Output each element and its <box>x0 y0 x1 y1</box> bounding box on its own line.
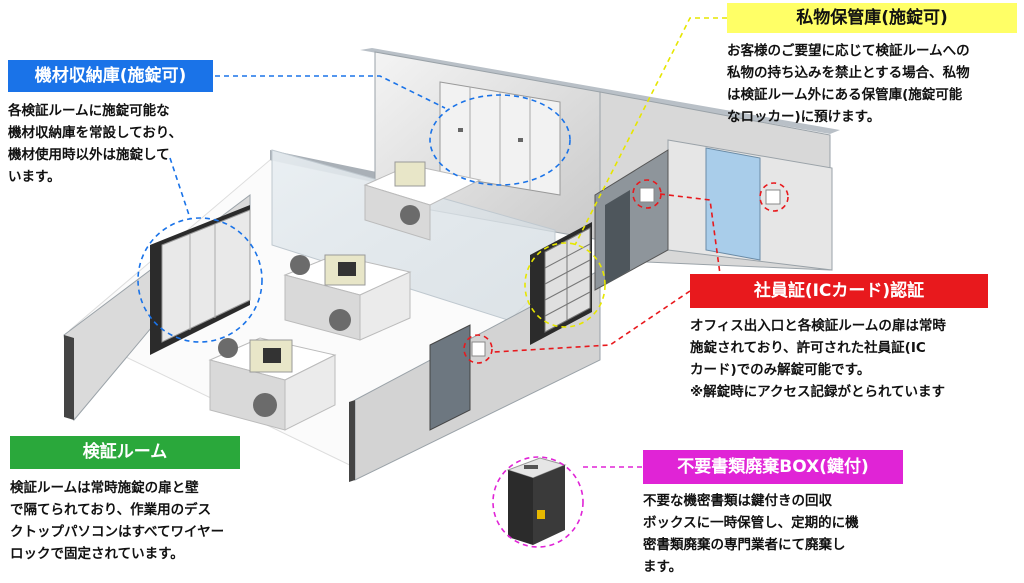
room-door <box>429 324 471 431</box>
highlight-equipment <box>137 217 263 343</box>
leader-equipment-2 <box>169 157 191 219</box>
left-wall-edge <box>64 335 74 420</box>
private-storage-description: お客様のご要望に応じて検証ルームへの 私物の持ち込みを禁止とする場合、私物 は検… <box>727 43 970 125</box>
highlight-reader-room <box>463 334 493 364</box>
disposal-box-description: 不要な機密書類は鍵付きの回収 ボックスに一時保管し、定期的に機 密書類廃棄の専門… <box>643 493 859 575</box>
card-reader-entrance <box>765 189 781 205</box>
back-wall-top <box>360 48 840 134</box>
ic-card-auth-description: オフィス出入口と各検証ルームの扉は常時 施錠されており、許可された社員証(IC … <box>690 318 946 400</box>
verification-room-description: 検証ルームは常時施錠の扉と壁 で隔てられており、作業用のデス クトップパソコンは… <box>10 480 225 562</box>
card-reader-room <box>471 341 486 357</box>
desk-group-middle <box>283 254 412 341</box>
highlight-lockers <box>524 242 606 328</box>
highlight-reader-entrance <box>759 182 789 212</box>
back-cabinet <box>439 81 561 196</box>
leader-equipment <box>215 75 446 109</box>
disposal-box-title: 不要書類廃棄BOX(鍵付) <box>643 450 903 484</box>
equipment-cabinet-description: 各検証ルームに施錠可能な 機材収納庫を常設しており、 機材使用時以外は施錠して … <box>8 103 183 185</box>
desk-group-front <box>208 337 337 431</box>
front-wall-edge <box>349 400 355 482</box>
equipment-cabinet <box>150 205 251 355</box>
leader-private <box>574 17 727 246</box>
leader-ic <box>493 290 691 353</box>
leader-ic-2 <box>659 193 721 275</box>
private-lockers <box>530 222 592 345</box>
ic-card-auth-title: 社員証(ICカード)認証 <box>690 274 988 308</box>
disposal-box <box>506 457 567 545</box>
private-storage-title: 私物保管庫(施錠可) <box>727 3 1017 33</box>
desk-group-back <box>363 161 482 241</box>
card-reader-corridor <box>639 187 655 203</box>
highlight-box <box>492 456 584 548</box>
entrance-door <box>705 147 761 261</box>
highlight-back-cabinet <box>429 94 571 186</box>
equipment-cabinet-title: 機材収納庫(施錠可) <box>8 60 213 92</box>
verification-room-title: 検証ルーム <box>10 436 240 469</box>
corridor-door <box>605 190 630 285</box>
